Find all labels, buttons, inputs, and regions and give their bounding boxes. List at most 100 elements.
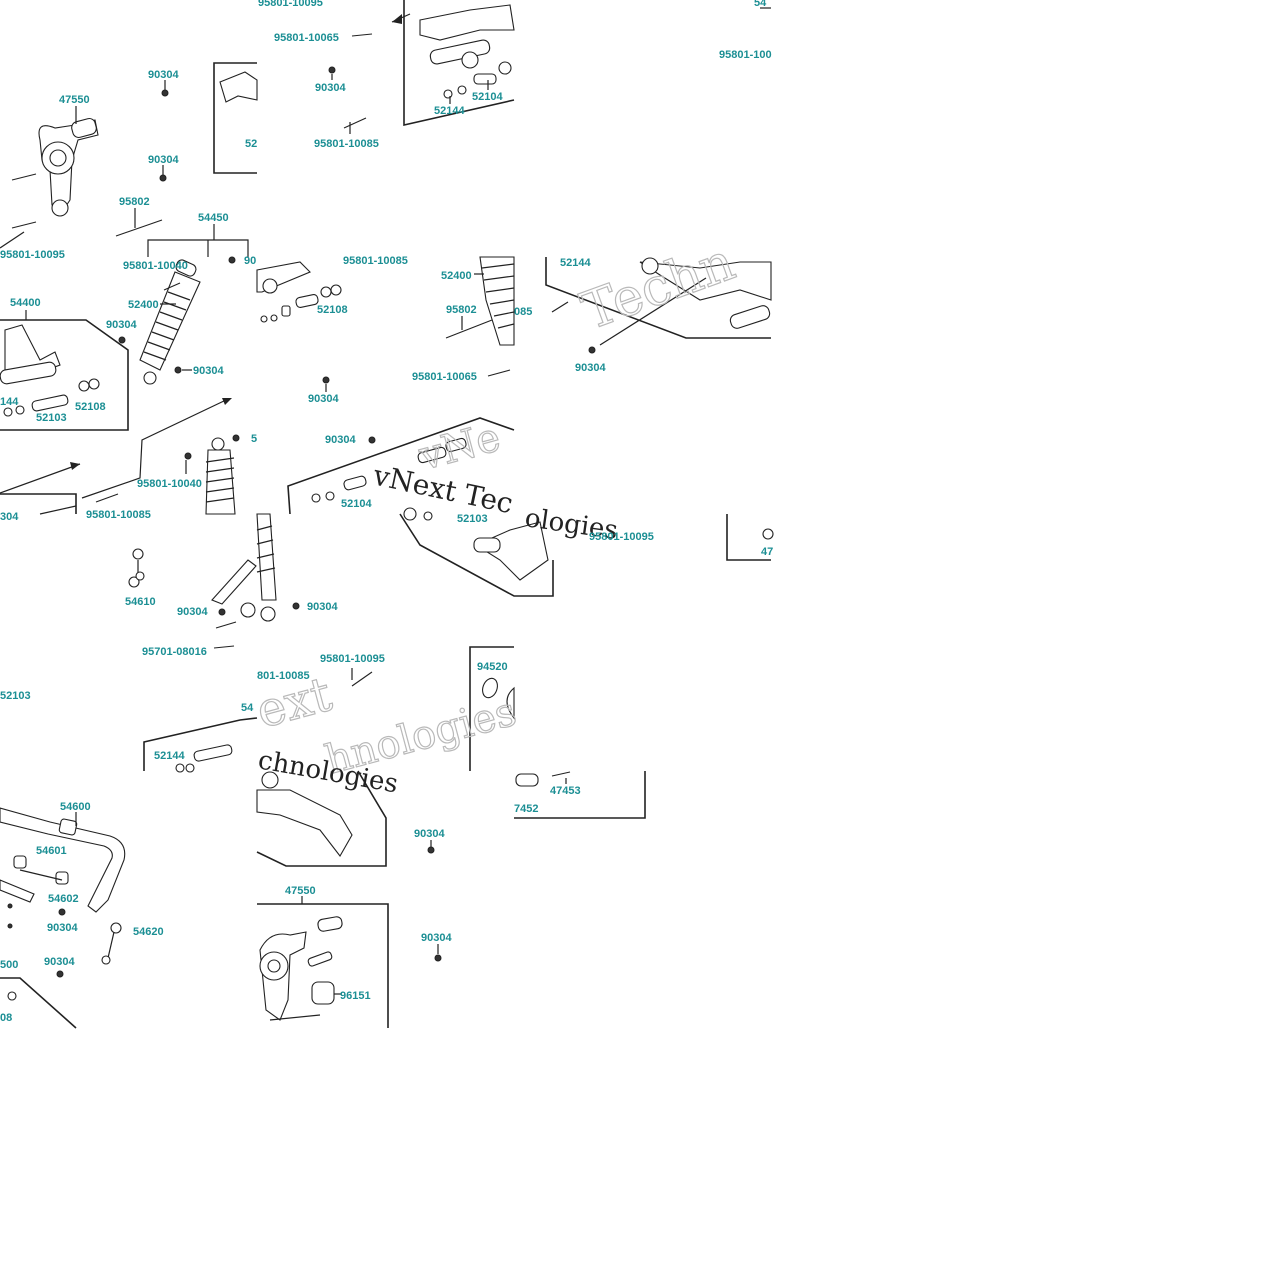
part-label: 90304 (193, 365, 224, 377)
assembly-outline (545, 257, 771, 339)
part-label: 54 (241, 702, 254, 714)
part-label: 54 (754, 0, 767, 9)
nut-icon (58, 908, 66, 916)
part-label: 90304 (148, 154, 179, 166)
part-label: 54602 (48, 893, 79, 905)
part-label: 54610 (125, 596, 156, 608)
assembly-outline (403, 0, 515, 127)
tile-lower-center (256, 507, 554, 771)
shock-absorber (139, 259, 201, 385)
part-label: 52104 (472, 91, 503, 103)
bushing (193, 744, 233, 762)
part-label: 52144 (560, 257, 591, 269)
nut-icon (328, 66, 336, 74)
nut-icon (368, 436, 376, 444)
bolt (445, 319, 493, 339)
hub-part (38, 117, 99, 217)
nut-icon (174, 366, 182, 374)
nut-icon (118, 336, 126, 344)
nut-icon (292, 602, 300, 610)
tile-bottom-right (514, 771, 646, 819)
bolt (487, 369, 511, 377)
tile-top-middle (328, 0, 515, 134)
part-label: 90304 (575, 362, 606, 374)
part-label: 08 (0, 1012, 12, 1024)
tile-center (256, 256, 515, 515)
arm-part (256, 771, 353, 857)
assembly-outline (256, 770, 387, 867)
bushing (295, 294, 319, 308)
bolt (213, 645, 235, 649)
assembly-outline (514, 771, 646, 819)
part-label: 95802 (446, 304, 477, 316)
bolt (11, 173, 37, 181)
part-label: 95801-10065 (412, 371, 477, 383)
tile-top-left (0, 62, 258, 257)
assembly-outline (0, 319, 129, 431)
shock-absorber (256, 513, 277, 622)
part-label: 52144 (434, 105, 465, 117)
a-arm-part (419, 4, 515, 99)
bushing (317, 916, 343, 932)
part-label: 52400 (441, 270, 472, 282)
part-label: 304 (0, 511, 19, 523)
o-ring (482, 677, 498, 699)
assembly-outline (287, 417, 515, 515)
nut-icon (56, 970, 64, 978)
a-arm-part (639, 257, 772, 329)
assembly-outline (726, 514, 771, 561)
part-label: 47 (761, 546, 773, 558)
part-label: 47550 (59, 94, 90, 106)
part-label: 54600 (60, 801, 91, 813)
link-arm (211, 559, 257, 605)
part-label: 52108 (317, 304, 348, 316)
a-arm-part (473, 521, 549, 581)
part-label: 52400 (128, 299, 159, 311)
bolt (351, 33, 373, 37)
bolt (343, 117, 367, 129)
bushing (343, 475, 367, 491)
bolt (11, 221, 37, 229)
part-label: 90304 (421, 932, 452, 944)
nut-icon (322, 376, 330, 384)
part-label: 95801-10095 (0, 249, 65, 261)
a-arm-part (0, 324, 61, 385)
part-label: 90304 (315, 82, 346, 94)
part-label: 500 (0, 959, 18, 971)
assembly-outline (257, 903, 389, 1028)
part-label: 95801-10095 (258, 0, 323, 9)
nut-icon (218, 608, 226, 616)
part-label: 90304 (308, 393, 339, 405)
part-label: 52103 (36, 412, 67, 424)
part-label: 085 (514, 306, 532, 318)
nut-icon (427, 846, 435, 854)
bolt (115, 219, 163, 237)
assembly-outline (399, 513, 554, 597)
part-label: 801-10085 (257, 670, 310, 682)
part-label: 90 (244, 255, 256, 267)
part-label: 90304 (414, 828, 445, 840)
bolt (215, 621, 237, 629)
hub-part (259, 931, 321, 1021)
shock-absorber (205, 437, 236, 515)
bushing (31, 394, 69, 412)
assembly-outline (469, 646, 514, 771)
part-label: 95801-10085 (343, 255, 408, 267)
assembly-outline (143, 717, 258, 771)
bushing (55, 871, 69, 885)
nut-icon (434, 954, 442, 962)
tile-mid-right (545, 257, 772, 354)
tile-lower-right (726, 514, 774, 561)
part-label: 95801-10095 (589, 531, 654, 543)
part-label: 95801-10085 (314, 138, 379, 150)
shock-absorber (479, 256, 515, 346)
part-label: 95801-10065 (274, 32, 339, 44)
bolt (163, 282, 181, 291)
tile-mid-left (0, 256, 240, 515)
part-label: 52 (245, 138, 257, 150)
part-label: 95801-100 (719, 49, 772, 61)
part-label: 95701-08016 (142, 646, 207, 658)
part-label: 144 (0, 396, 19, 408)
part-label: 90304 (307, 601, 338, 613)
